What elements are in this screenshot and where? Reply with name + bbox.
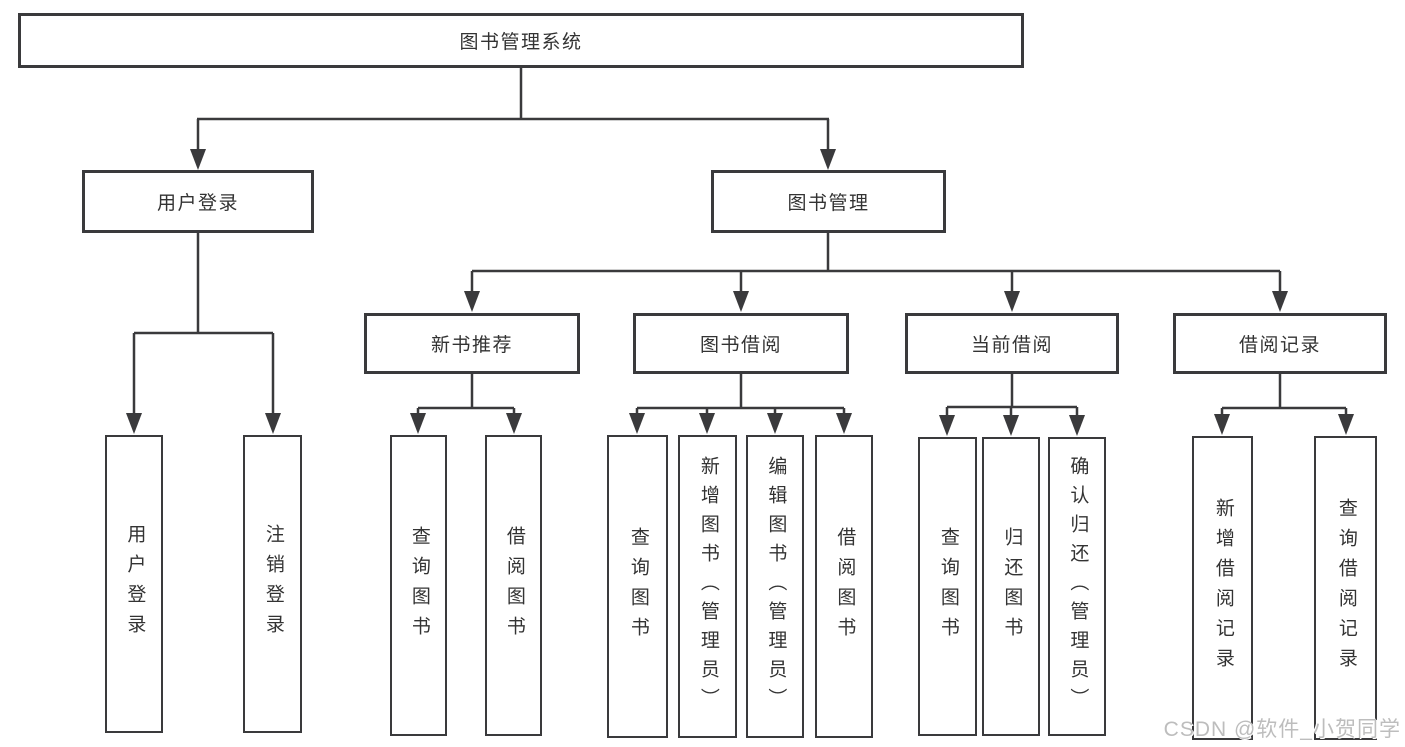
node-user-login: 用户登录 [82,170,314,233]
node-label: 借阅记录 [1238,335,1321,356]
csdn-watermark: CSDN @软件_小贺同学 [1163,718,1401,741]
leaf-query-books-current: 查询图书 [918,437,977,736]
leaf-label: 查询借阅记录 [1335,498,1357,678]
leaf-borrow-books-recommend: 借阅图书 [485,435,542,736]
leaf-query-books-recommend: 查询图书 [390,435,447,736]
leaf-label: 用户登录 [124,524,146,644]
leaf-return-book: 归还图书 [982,437,1040,736]
node-label: 新书推荐 [430,335,513,356]
leaf-add-borrow-record: 新增借阅记录 [1192,436,1253,740]
leaf-label: 查询图书 [627,526,649,647]
leaf-query-borrow-record: 查询借阅记录 [1314,436,1377,740]
leaf-label: 借阅图书 [834,526,856,647]
leaf-label: 查询图书 [937,526,959,647]
leaf-label: 查询图书 [408,525,430,646]
leaf-label: 新增图书（管理员） [697,456,719,717]
node-label: 用户登录 [156,193,239,214]
leaf-query-books-borrow: 查询图书 [607,435,668,738]
node-label: 图书管理 [787,193,870,214]
leaf-edit-book-admin: 编辑图书（管理员） [746,435,804,738]
leaf-label: 借阅图书 [503,525,525,646]
node-current-borrow: 当前借阅 [905,313,1119,374]
node-label: 当前借阅 [970,335,1053,356]
node-system-root: 图书管理系统 [18,13,1024,68]
node-borrow-records: 借阅记录 [1173,313,1387,374]
node-book-management: 图书管理 [711,170,946,233]
leaf-add-book-admin: 新增图书（管理员） [678,435,737,738]
node-label: 图书借阅 [699,335,782,356]
leaf-confirm-return-admin: 确认归还（管理员） [1048,437,1106,736]
leaf-borrow-books-borrow: 借阅图书 [815,435,873,738]
leaf-user-login: 用户登录 [105,435,163,733]
leaf-label: 确认归还（管理员） [1067,456,1089,717]
leaf-label: 新增借阅记录 [1212,498,1234,678]
node-label: 图书管理系统 [459,32,583,53]
leaf-logout: 注销登录 [243,435,302,733]
leaf-label: 归还图书 [1001,526,1023,647]
leaf-label: 注销登录 [262,524,284,644]
leaf-label: 编辑图书（管理员） [765,456,787,717]
node-book-borrow: 图书借阅 [633,313,849,374]
node-new-book-recommend: 新书推荐 [364,313,580,374]
